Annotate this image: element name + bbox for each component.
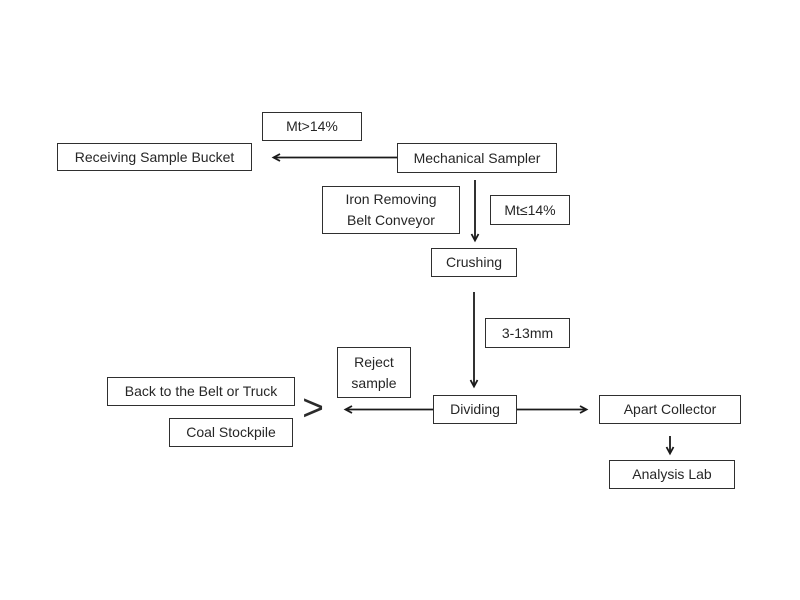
node-coal-stockpile: Coal Stockpile [169, 418, 293, 447]
node-receiving-sample-bucket: Receiving Sample Bucket [57, 143, 252, 171]
fork-greater-than-symbol: > [302, 387, 324, 428]
node-back-to-belt-or-truck: Back to the Belt or Truck [107, 377, 295, 406]
node-mechanical-sampler: Mechanical Sampler [397, 143, 557, 173]
node-dividing: Dividing [433, 395, 517, 424]
node-iron-removing-belt-conveyor: Iron Removing Belt Conveyor [322, 186, 460, 234]
label-box-reject-sample: Reject sample [337, 347, 411, 398]
label-box-mt-lessequal-14pct: Mt≤14% [490, 195, 570, 225]
label-box-mt-greater-14pct: Mt>14% [262, 112, 362, 141]
node-crushing: Crushing [431, 248, 517, 277]
label-box-3-13mm: 3-13mm [485, 318, 570, 348]
node-analysis-lab: Analysis Lab [609, 460, 735, 489]
node-apart-collector: Apart Collector [599, 395, 741, 424]
